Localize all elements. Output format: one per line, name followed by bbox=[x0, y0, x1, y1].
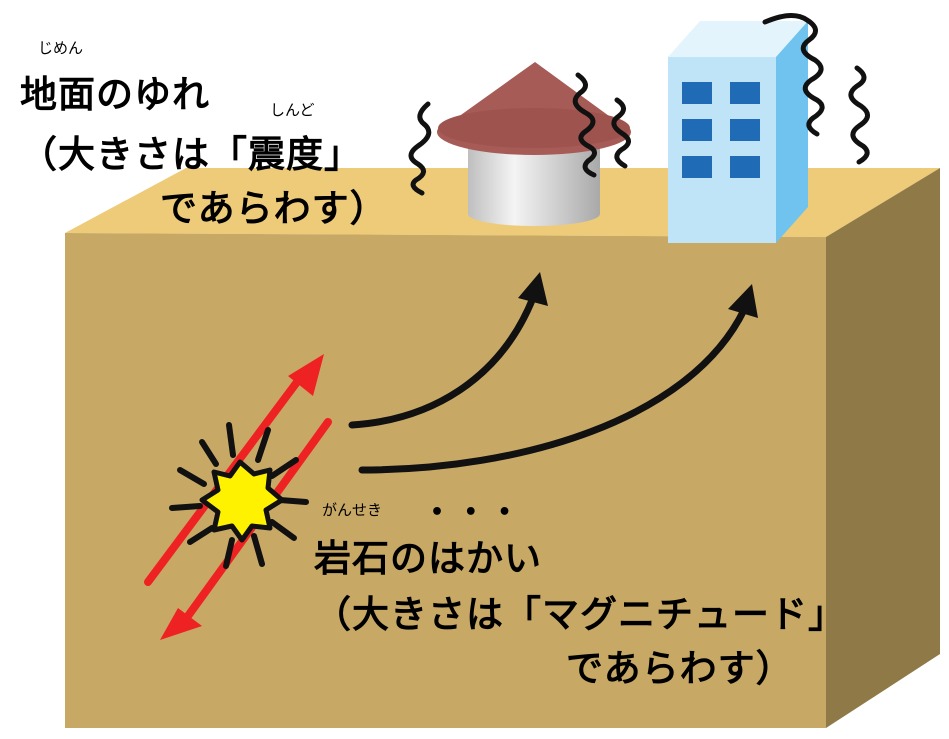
building-windows bbox=[682, 82, 760, 178]
shake-line-icon bbox=[762, 13, 825, 137]
shake-lines bbox=[408, 13, 870, 196]
rock-label-line3: であらわす） bbox=[566, 647, 794, 690]
rock-label-line1: 岩石のはかい bbox=[314, 537, 542, 580]
rock-label-ruby: がんせき bbox=[322, 501, 383, 519]
building-icon bbox=[668, 21, 808, 243]
rock-label-line2: （大きさは「マグニチュード」 bbox=[314, 593, 846, 636]
shake-line-icon bbox=[572, 72, 597, 178]
burst-icon bbox=[169, 422, 309, 569]
shake-line-icon bbox=[611, 97, 631, 169]
ground-label-line2: （大きさは「震度」 bbox=[20, 133, 362, 176]
ground-label-ruby: じめん bbox=[38, 39, 84, 57]
ground-side-face bbox=[826, 168, 940, 728]
ground-label-line3: であらわす） bbox=[160, 187, 388, 230]
wave-arrows bbox=[348, 272, 758, 474]
ground-block bbox=[65, 168, 940, 728]
arrow-icon bbox=[288, 354, 324, 396]
arrow-icon bbox=[348, 294, 537, 429]
ground-label-ruby2: しんど bbox=[270, 101, 315, 119]
ground-front-face bbox=[65, 233, 826, 728]
shake-line-icon bbox=[848, 65, 870, 165]
rock-label-dots: • • • bbox=[430, 500, 518, 525]
arrow-icon bbox=[358, 306, 748, 474]
arrow-icon bbox=[160, 608, 202, 640]
ground-label-line1: 地面のゆれ bbox=[20, 73, 210, 116]
shake-line-icon bbox=[408, 101, 432, 196]
